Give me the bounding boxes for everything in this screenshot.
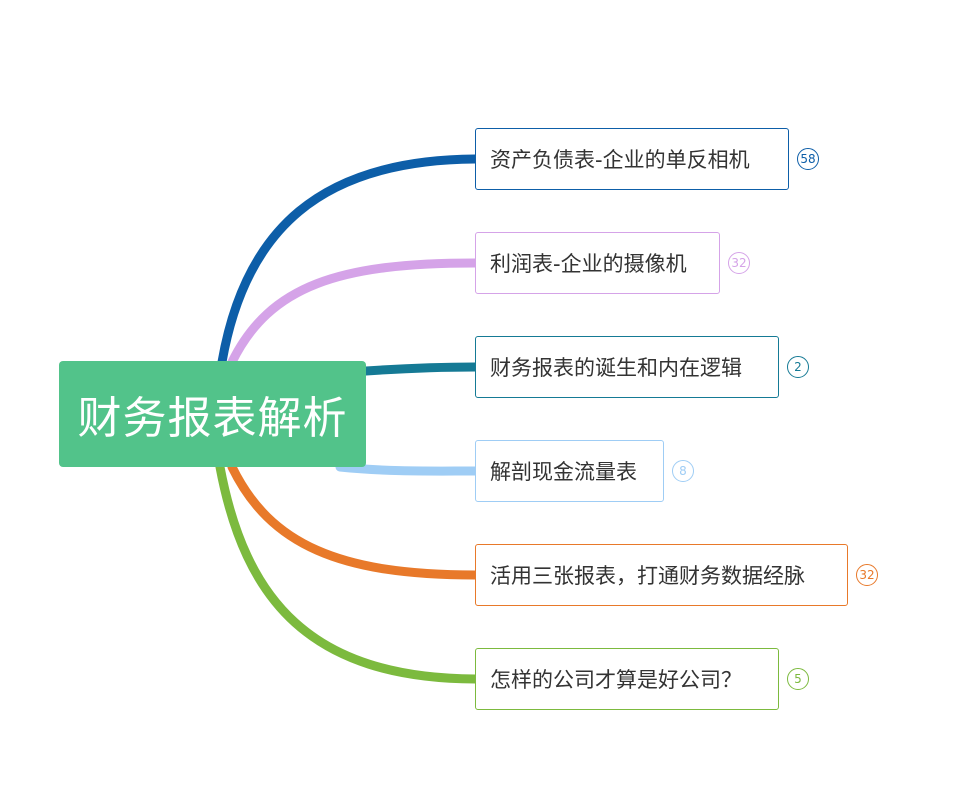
connector-branch-3 <box>361 362 480 376</box>
connector-branch-2 <box>227 258 480 367</box>
connector-branch-1 <box>217 154 480 367</box>
branch-count-badge[interactable]: 32 <box>856 564 878 586</box>
branch-label: 活用三张报表，打通财务数据经脉 <box>490 564 805 588</box>
connector-branch-5 <box>227 462 480 580</box>
branch-node-apply-statements[interactable]: 活用三张报表，打通财务数据经脉 <box>475 544 848 606</box>
branch-label: 解剖现金流量表 <box>490 460 637 484</box>
root-node-label: 财务报表解析 <box>77 393 348 444</box>
branch-node-good-company[interactable]: 怎样的公司才算是好公司？ <box>475 648 779 710</box>
connector-branch-4 <box>335 462 480 476</box>
branch-count-badge[interactable]: 58 <box>797 148 819 170</box>
branch-label: 财务报表的诞生和内在逻辑 <box>490 356 742 380</box>
branch-label: 资产负债表-企业的单反相机 <box>490 148 750 172</box>
branch-count-badge[interactable]: 2 <box>787 356 809 378</box>
branch-count-badge[interactable]: 5 <box>787 668 809 690</box>
branch-node-statement-origin[interactable]: 财务报表的诞生和内在逻辑 <box>475 336 779 398</box>
branch-node-income-statement[interactable]: 利润表-企业的摄像机 <box>475 232 720 294</box>
branch-node-balance-sheet[interactable]: 资产负债表-企业的单反相机 <box>475 128 789 190</box>
branch-label: 怎样的公司才算是好公司？ <box>490 668 742 692</box>
connector-branch-6 <box>215 462 480 684</box>
root-node[interactable]: 财务报表解析 <box>59 361 366 467</box>
branch-count-badge[interactable]: 32 <box>728 252 750 274</box>
branch-node-cash-flow[interactable]: 解剖现金流量表 <box>475 440 664 502</box>
branch-label: 利润表-企业的摄像机 <box>490 252 687 276</box>
branch-count-badge[interactable]: 8 <box>672 460 694 482</box>
